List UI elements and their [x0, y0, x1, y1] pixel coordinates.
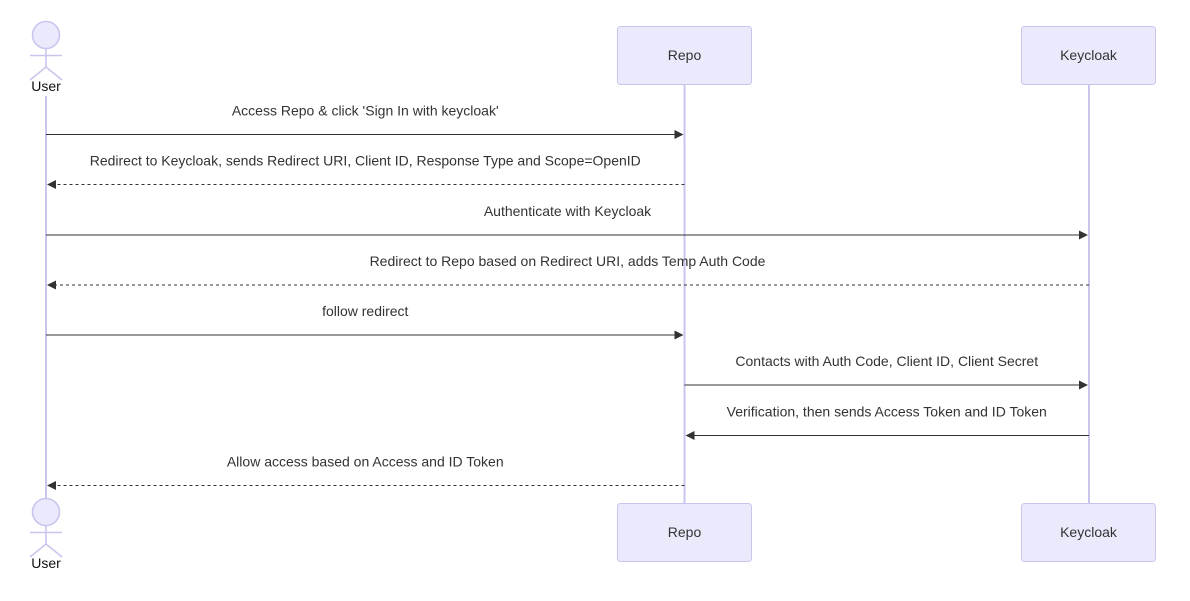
- actor-user-top: User: [29, 20, 63, 94]
- message-arrowhead: [674, 330, 684, 340]
- message-7: Verification, then sends Access Token an…: [685, 404, 1089, 440]
- participant-label-keycloak-top: Keycloak: [1060, 47, 1118, 63]
- message-label: Redirect to Repo based on Redirect URI, …: [370, 253, 766, 269]
- message-arrowhead: [1079, 230, 1088, 240]
- participant-label-keycloak-bottom: Keycloak: [1060, 524, 1118, 540]
- actor-label-user-top: User: [31, 78, 61, 94]
- message-arrowhead: [674, 130, 684, 139]
- actor-label-user-bottom: User: [31, 555, 61, 571]
- message-label: Verification, then sends Access Token an…: [727, 404, 1047, 420]
- message-1: Access Repo & click 'Sign In with keyclo…: [46, 103, 684, 139]
- message-5: follow redirect: [46, 303, 684, 340]
- message-arrowhead: [47, 481, 56, 490]
- participant-label-repo-bottom: Repo: [668, 524, 702, 540]
- participant-repo-bottom: Repo: [617, 503, 752, 562]
- message-label: Authenticate with Keycloak: [484, 203, 652, 219]
- message-label: Contacts with Auth Code, Client ID, Clie…: [735, 353, 1038, 369]
- messages-group: Access Repo & click 'Sign In with keyclo…: [46, 103, 1089, 490]
- participant-label-repo-top: Repo: [668, 47, 702, 63]
- message-4: Redirect to Repo based on Redirect URI, …: [47, 253, 1089, 290]
- message-3: Authenticate with Keycloak: [46, 203, 1088, 240]
- actor-user-bottom: User: [29, 497, 63, 571]
- participant-repo-top: Repo: [617, 26, 752, 85]
- message-arrowhead: [1079, 380, 1088, 390]
- message-label: Redirect to Keycloak, sends Redirect URI…: [90, 153, 641, 169]
- message-2: Redirect to Keycloak, sends Redirect URI…: [47, 153, 685, 189]
- participant-keycloak-top: Keycloak: [1021, 26, 1156, 85]
- message-arrowhead: [47, 180, 56, 189]
- message-8: Allow access based on Access and ID Toke…: [47, 454, 685, 490]
- message-arrowhead: [47, 280, 56, 290]
- message-label: follow redirect: [322, 303, 408, 319]
- message-6: Contacts with Auth Code, Client ID, Clie…: [684, 353, 1088, 390]
- participant-keycloak-bottom: Keycloak: [1021, 503, 1156, 562]
- message-arrowhead: [685, 431, 695, 440]
- message-label: Access Repo & click 'Sign In with keyclo…: [232, 103, 499, 119]
- message-label: Allow access based on Access and ID Toke…: [227, 454, 504, 470]
